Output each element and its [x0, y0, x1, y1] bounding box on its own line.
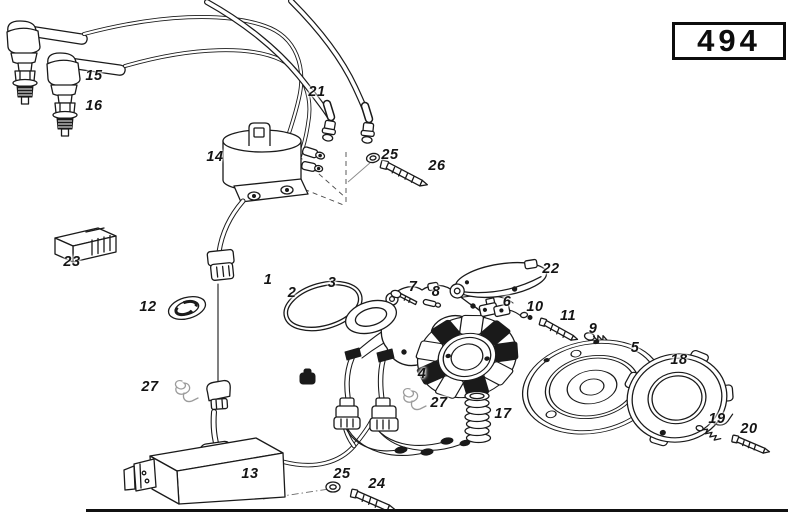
screw-11: [538, 317, 579, 341]
page-number-badge: 494: [672, 22, 786, 60]
screw-7: [390, 289, 418, 306]
cable-terminal-2: [360, 122, 375, 144]
retainer-clip-1: [174, 379, 199, 403]
rubber-cap: [299, 368, 316, 385]
footer-rule: [86, 509, 788, 512]
ht-cables: [82, 0, 374, 158]
connector-cap-1: [344, 347, 362, 361]
nut-10: [519, 311, 533, 320]
wiring-harness: [281, 355, 471, 468]
screw-20: [731, 434, 771, 454]
screw-26: [379, 159, 429, 187]
inspection-cover-22: [449, 258, 548, 299]
harness-connector-a: [333, 397, 361, 430]
small-module-23: [54, 227, 117, 263]
retainer-clip-2: [402, 387, 427, 411]
stator-4: [415, 314, 519, 399]
washer-25-upper: [365, 152, 381, 164]
page-number-label: 494: [697, 23, 761, 58]
pin-8: [422, 298, 442, 308]
lock-washer-19: [695, 424, 722, 441]
coil-lead-wire: [199, 198, 246, 460]
spark-plug-assembly-1: [6, 20, 88, 105]
connector-cap-2: [376, 348, 395, 363]
spring-17: [464, 390, 492, 444]
coil-bracket: [233, 178, 309, 203]
seal-ring-2: [344, 299, 398, 335]
cdi-module-13: [123, 437, 286, 505]
wire-clamp-6: [478, 297, 511, 318]
spark-plug-assembly-2: [46, 52, 126, 137]
starter-ring-18: [624, 350, 734, 447]
ignition-coil: [222, 122, 326, 192]
washer-25-lower: [325, 481, 341, 493]
harness-connector-b: [369, 397, 399, 432]
cable-terminal-1: [321, 119, 336, 142]
gasket-ring-1: [283, 280, 363, 332]
grommet-12: [167, 295, 207, 321]
